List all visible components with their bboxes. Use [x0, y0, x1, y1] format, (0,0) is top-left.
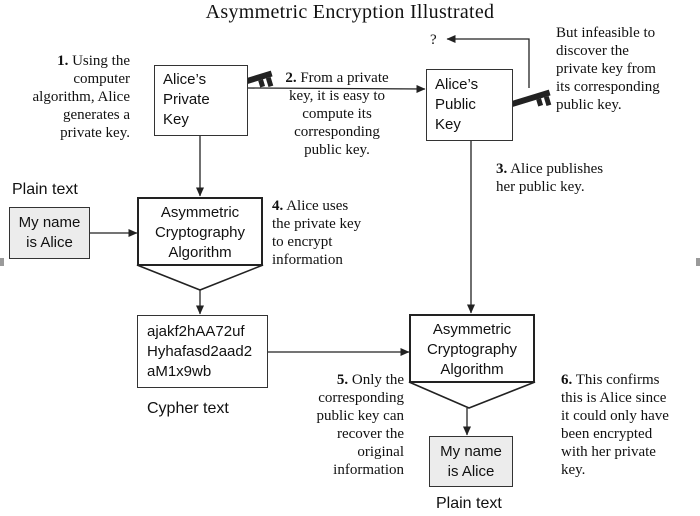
edge-marker-right — [696, 258, 700, 266]
note-line: discover the — [556, 43, 629, 59]
question-mark: ? — [430, 32, 437, 48]
encrypt-algorithm-line: Cryptography — [154, 224, 246, 241]
plain-text-input-line: My name — [18, 214, 81, 231]
step-4-note: 4. Alice uses the private key to encrypt… — [272, 197, 402, 269]
step-5-note: 5. Only the corresponding public key can… — [284, 371, 404, 479]
note-line: compute its — [302, 106, 372, 122]
note-line: her public key. — [496, 179, 585, 195]
note-line: key. — [561, 462, 586, 478]
public-key-box: Alice’s Public Key — [426, 69, 513, 141]
decrypt-algorithm-line: Asymmetric — [432, 321, 512, 338]
step-number: 3. — [496, 161, 508, 177]
note-line: But infeasible to — [556, 25, 656, 41]
cypher-text-line: Hyhafasd2aad2 — [147, 343, 253, 360]
note-line: the private key — [272, 216, 362, 232]
step-number: 6. — [561, 372, 573, 388]
note-line: with her private — [561, 444, 656, 460]
encrypt-algorithm-box: Asymmetric Cryptography Algorithm — [137, 197, 263, 266]
decrypt-algorithm-line: Cryptography — [426, 341, 518, 358]
step-number: 2. — [285, 70, 297, 86]
edge-marker-left — [0, 258, 4, 266]
cypher-text-label: Cypher text — [147, 400, 229, 417]
arrow-public-to-question — [446, 35, 530, 88]
cypher-text-line: ajakf2hAA72uf — [147, 323, 245, 340]
step-2-note: 2. From a private key, it is easy to com… — [266, 69, 408, 159]
step-number: 1. — [57, 53, 69, 69]
plain-text-output-line: My name — [440, 443, 502, 460]
note-line: information — [272, 252, 343, 268]
note-line: generates a — [62, 107, 130, 123]
note-line: public key. — [556, 97, 622, 113]
note-line: Alice uses — [286, 198, 349, 214]
public-key-label-line: Key — [435, 116, 461, 133]
plain-text-input-line: is Alice — [26, 234, 73, 251]
note-line: Alice publishes — [510, 161, 604, 177]
cypher-text-box: ajakf2hAA72uf Hyhafasd2aad2 aM1x9wb — [137, 315, 268, 388]
note-line: its corresponding — [556, 79, 660, 95]
note-line: From a private — [300, 70, 389, 86]
note-line: algorithm, Alice — [32, 89, 130, 105]
note-line: computer — [73, 71, 130, 87]
private-key-box: Alice’s Private Key — [154, 65, 248, 136]
arrow-private-to-public — [247, 84, 426, 93]
note-line: information — [333, 462, 404, 478]
note-line: original — [357, 444, 404, 460]
encrypt-funnel — [136, 264, 264, 291]
step-number: 5. — [336, 372, 349, 388]
private-key-label-line: Private — [163, 91, 210, 108]
note-line: public key can — [316, 408, 404, 424]
private-key-label-line: Key — [163, 111, 189, 128]
public-key-label-line: Alice’s — [435, 76, 479, 93]
plain-text-output-box: My name is Alice — [429, 436, 513, 487]
decrypt-algorithm-box: Asymmetric Cryptography Algorithm — [409, 314, 535, 383]
diagram-title: Asymmetric Encryption Illustrated — [205, 1, 495, 23]
note-line: key, it is easy to — [288, 88, 386, 104]
step-6-note: 6. This confirms this is Alice since it … — [561, 371, 697, 479]
note-line: recover the — [336, 426, 404, 442]
plain-text-output-line: is Alice — [447, 463, 495, 480]
encrypt-algorithm-line: Algorithm — [168, 244, 232, 261]
note-line: been encrypted — [561, 426, 653, 442]
public-key-label-line: Public — [435, 96, 476, 113]
note-line: private key. — [60, 125, 130, 141]
note-line: public key. — [304, 142, 370, 158]
infeasible-note: But infeasible to discover the private k… — [556, 24, 696, 114]
decrypt-algorithm-line: Algorithm — [440, 361, 504, 378]
note-line: private key from — [556, 61, 656, 77]
step-number: 4. — [272, 198, 284, 214]
cypher-text-line: aM1x9wb — [147, 363, 212, 380]
plain-text-output-label: Plain text — [436, 495, 502, 512]
private-key-label-line: Alice’s — [163, 71, 207, 88]
note-line: corresponding — [318, 390, 404, 406]
note-line: This confirms — [575, 372, 660, 388]
note-line: corresponding — [294, 124, 380, 140]
note-line: to encrypt — [272, 234, 333, 250]
plain-text-input-box: My name is Alice — [9, 207, 90, 259]
step-3-note: 3. Alice publishes her public key. — [496, 160, 636, 196]
encrypt-algorithm-line: Asymmetric — [160, 204, 240, 221]
note-line: Only the — [351, 372, 404, 388]
plain-text-input-label: Plain text — [12, 181, 78, 198]
decrypt-funnel — [408, 381, 536, 409]
step-1-note: 1. Using the computer algorithm, Alice g… — [10, 52, 130, 142]
note-line: it could only have — [561, 408, 669, 424]
note-line: this is Alice since — [561, 390, 667, 406]
note-line: Using the — [72, 53, 130, 69]
